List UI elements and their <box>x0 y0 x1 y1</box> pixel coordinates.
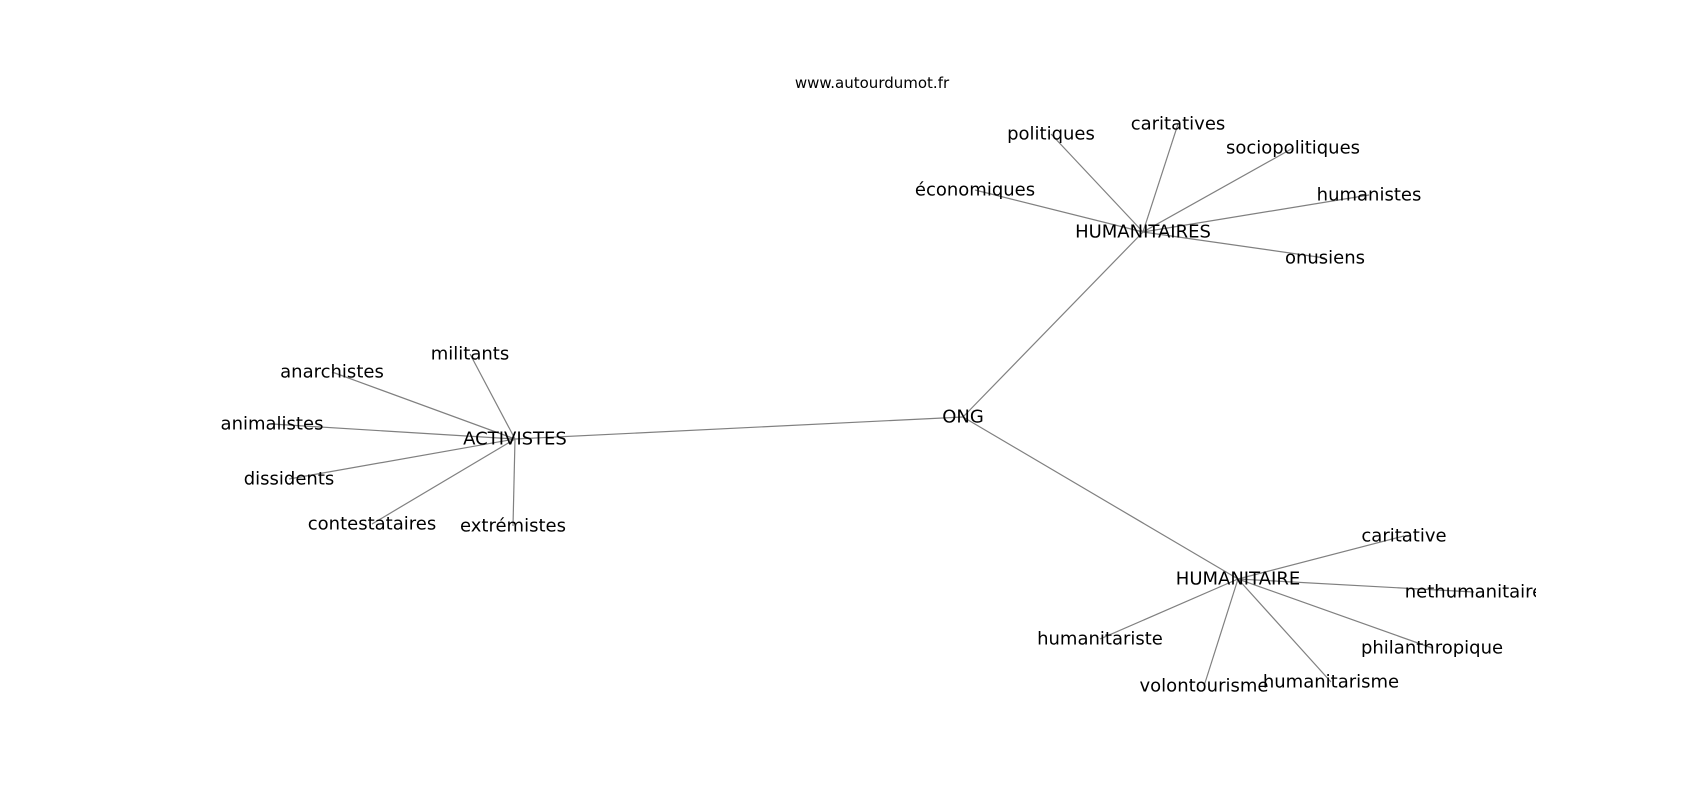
node-contestataires: contestataires <box>308 514 436 535</box>
edge-humanitaires-sociopolitiques <box>1142 147 1294 233</box>
node-volontourisme: volontourisme <box>1140 676 1269 697</box>
node-animalistes: animalistes <box>221 414 324 435</box>
edge-activistes-militants <box>469 353 516 440</box>
node-extremistes: extrémistes <box>460 516 566 537</box>
edge-humanitaires-humanistes <box>1142 194 1370 233</box>
edge-activistes-contestataires <box>371 438 516 525</box>
edge-activistes-extremistes <box>512 438 516 527</box>
labels-layer: ONG HUMANITAIRES économiques politiques cari… <box>221 114 1544 697</box>
node-philanthropique: philanthropique <box>1361 638 1503 659</box>
edge-activistes-anarchistes <box>331 371 516 440</box>
node-anarchistes: anarchistes <box>280 362 384 383</box>
edge-ong-activistes <box>514 416 964 440</box>
edge-ong-humanitaires <box>962 231 1144 418</box>
node-dissidents: dissidents <box>244 469 335 490</box>
node-humanistes: humanistes <box>1317 185 1422 206</box>
edge-humanitaires-economiques <box>974 189 1144 233</box>
edge-humanitaire-philanthropique <box>1237 578 1433 649</box>
node-activistes: ACTIVISTES <box>463 429 567 450</box>
node-economiques: économiques <box>915 180 1035 201</box>
edges-layer <box>271 123 1475 687</box>
edge-humanitaire-humanitarisme <box>1237 578 1332 683</box>
edge-humanitaires-politiques <box>1050 133 1144 233</box>
edge-ong-humanitaire <box>962 416 1239 580</box>
node-sociopolitiques: sociopolitiques <box>1226 138 1360 159</box>
node-caritative: caritative <box>1361 526 1446 547</box>
watermark-text: www.autourdumot.fr <box>795 74 950 92</box>
edge-humanitaire-caritative <box>1237 535 1405 580</box>
edge-humanitaires-caritatives <box>1142 123 1179 233</box>
node-humanitariste: humanitariste <box>1037 629 1163 650</box>
node-humanitarisme: humanitarisme <box>1263 672 1399 693</box>
node-caritatives: caritatives <box>1131 114 1226 135</box>
node-politiques: politiques <box>1007 124 1095 145</box>
node-ong: ONG <box>942 407 984 428</box>
edge-humanitaire-volontourisme <box>1203 578 1239 687</box>
node-humanitaire: HUMANITAIRE <box>1176 569 1300 590</box>
node-humanitaires: HUMANITAIRES <box>1075 222 1211 243</box>
node-nethumanitaire: nethumanitaire <box>1405 582 1544 603</box>
node-militants: militants <box>431 344 509 365</box>
node-onusiens: onusiens <box>1285 248 1365 269</box>
edge-humanitaire-nethumanitaire <box>1237 578 1475 593</box>
edge-activistes-dissidents <box>288 438 516 480</box>
edge-humanitaires-onusiens <box>1142 231 1326 259</box>
edge-humanitaire-humanitariste <box>1099 578 1239 640</box>
edge-activistes-animalistes <box>271 423 516 440</box>
